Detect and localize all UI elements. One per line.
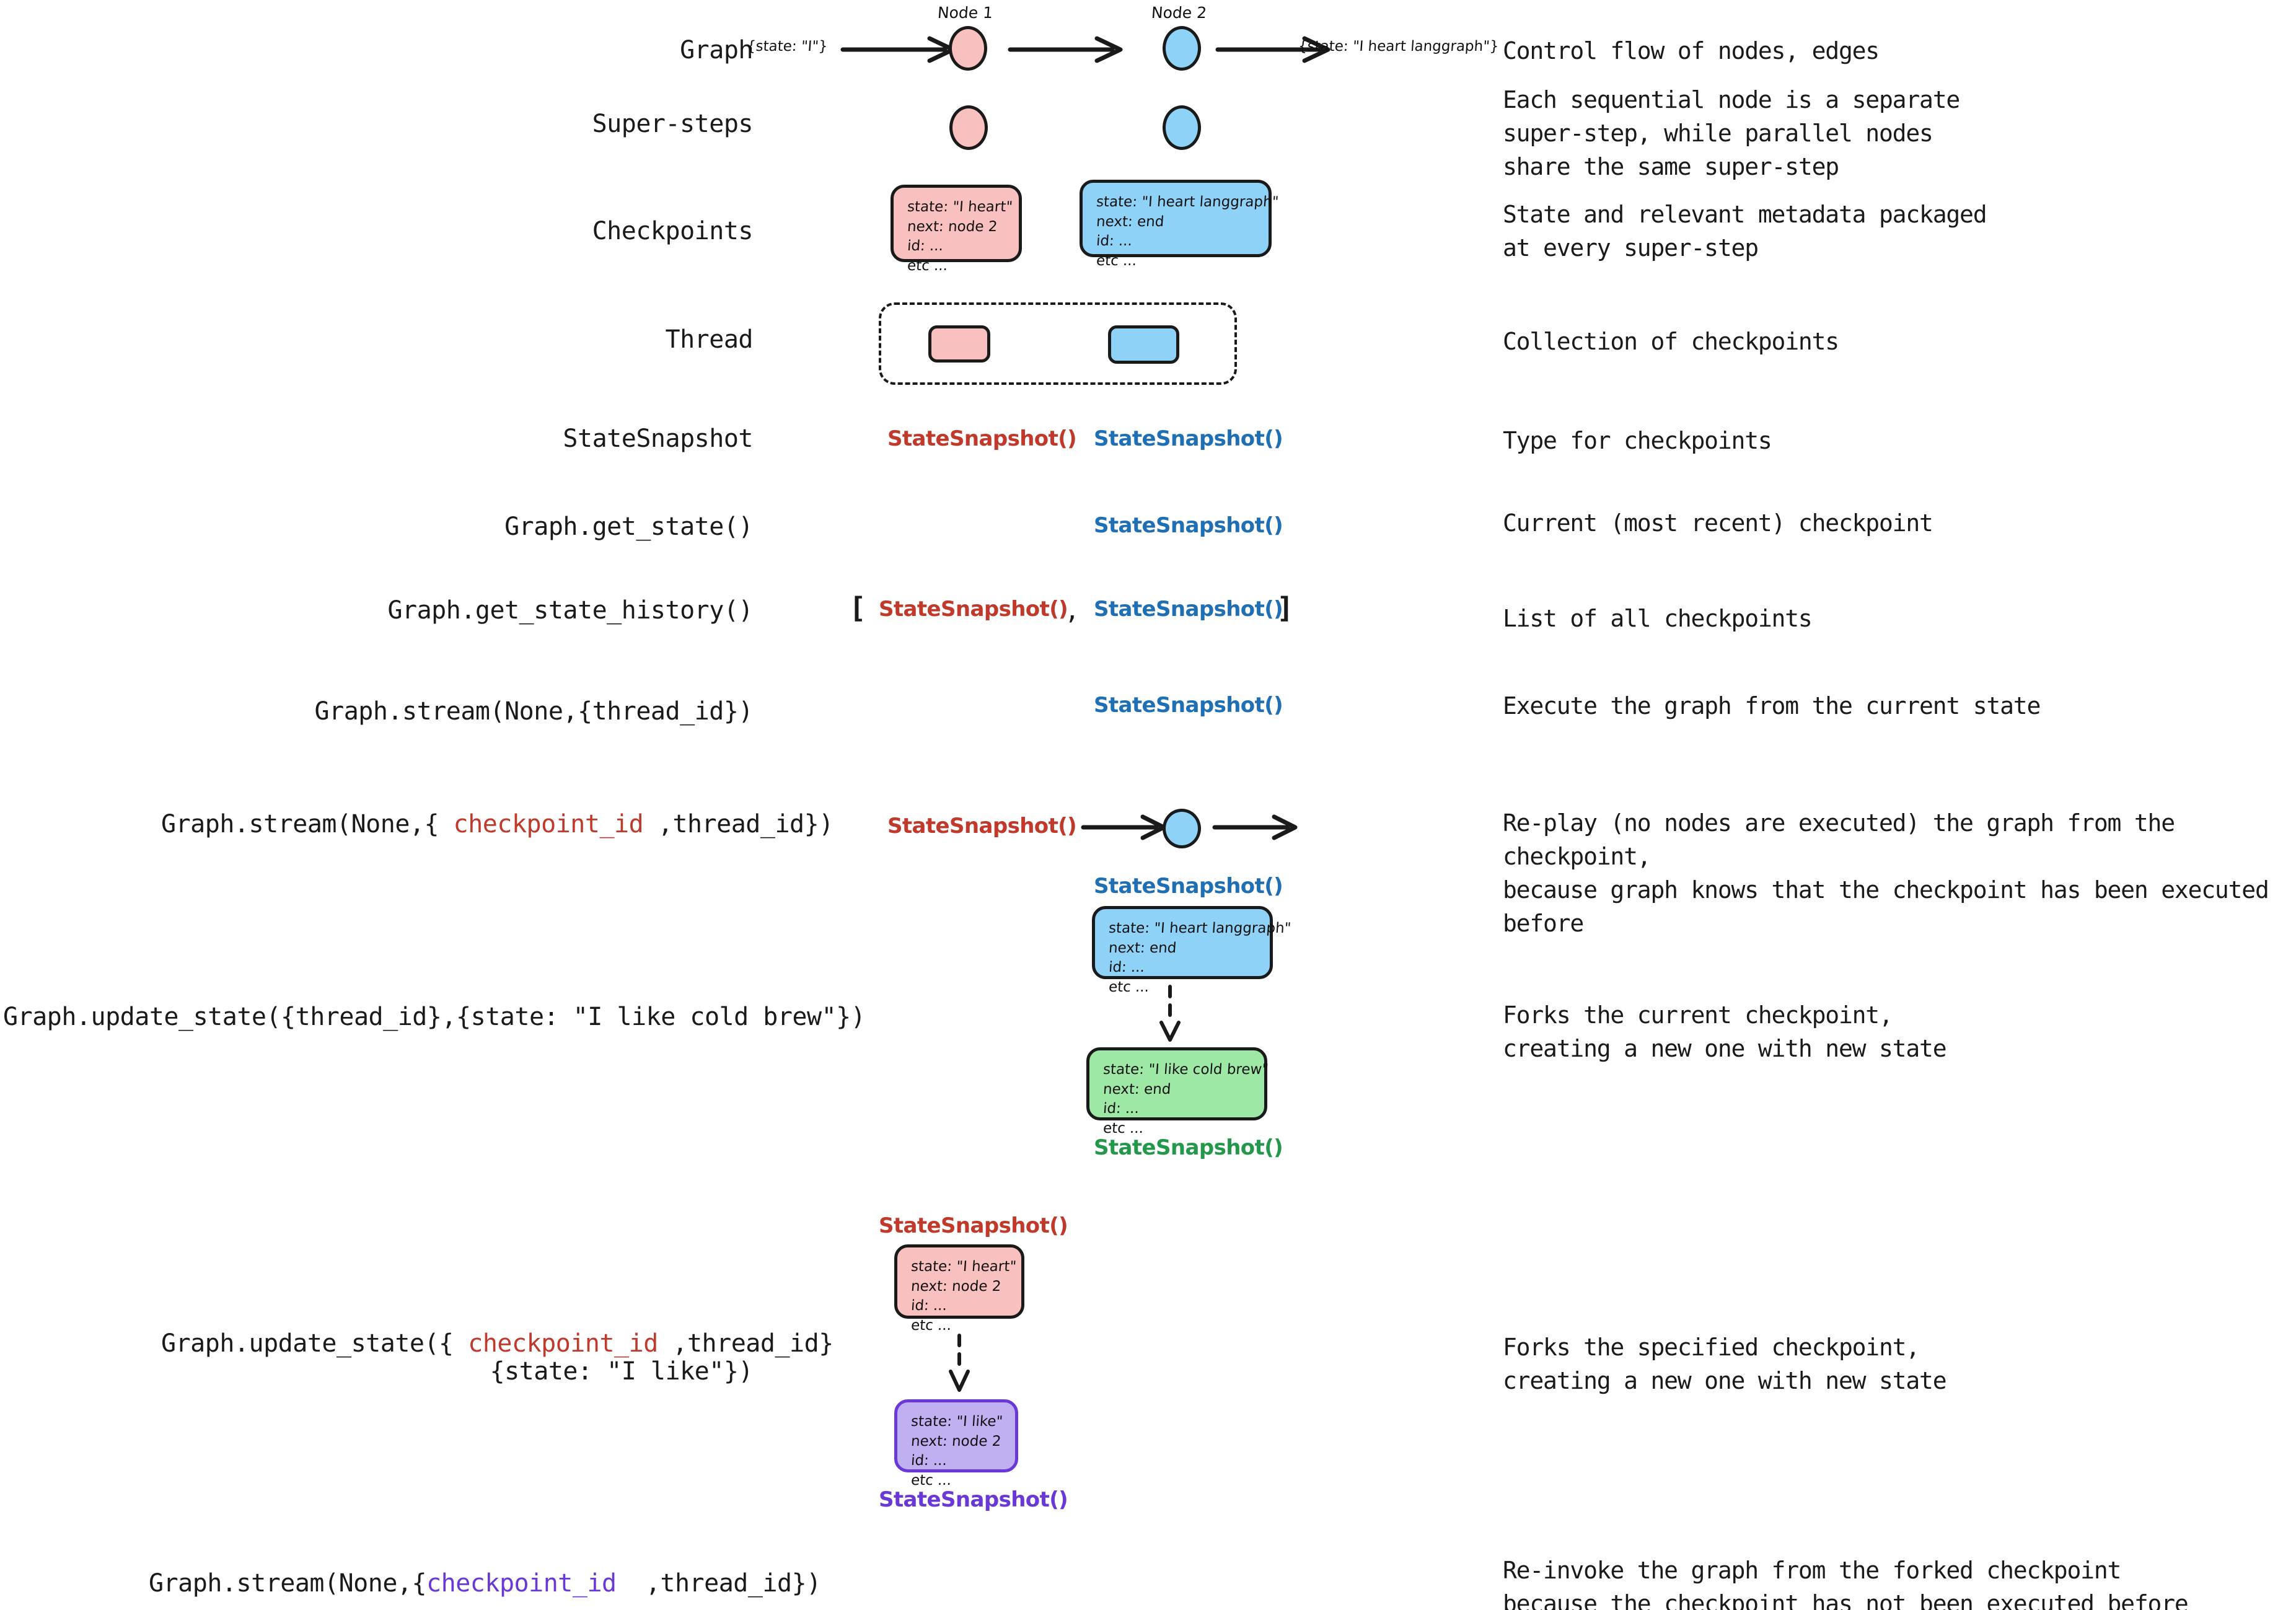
row-desc-get-state: Current (most recent) checkpoint bbox=[1503, 509, 1933, 537]
forked-snapshot-purple: StateSnapshot() bbox=[879, 1487, 1068, 1512]
row-desc-get-state-history: List of all checkpoints bbox=[1503, 605, 1813, 632]
arrow-replay-out bbox=[1212, 814, 1298, 840]
card-line: next: end bbox=[1102, 1081, 1172, 1098]
card-line: state: "I heart langgraph" bbox=[1108, 920, 1292, 936]
label-token-checkpoint-id: checkpoint_id bbox=[453, 810, 644, 838]
thread-container bbox=[879, 302, 1237, 385]
list-separator: , bbox=[1065, 597, 1080, 625]
row-desc-checkpoints: State and relevant metadata packaged at … bbox=[1503, 201, 1987, 262]
card-line: next: node 2 bbox=[910, 1278, 1002, 1295]
card-line: id: ... bbox=[1096, 233, 1133, 250]
specified-card-pink: state: "I heart" next: node 2 id: ... et… bbox=[894, 1244, 1024, 1334]
card-line: state: "I heart langgraph" bbox=[1096, 194, 1280, 210]
card-line: next: end bbox=[1108, 939, 1177, 956]
node-1-pink bbox=[949, 26, 987, 71]
card-line: etc ... bbox=[910, 1317, 952, 1334]
arrow-node2-to-end bbox=[1215, 36, 1331, 63]
row-label-graph: Graph bbox=[680, 36, 753, 64]
row-desc-graph: Control flow of nodes, edges bbox=[1503, 37, 1880, 64]
row-desc-stream-thread: Execute the graph from the current state bbox=[1503, 692, 2041, 719]
node2-name-label: Node 2 bbox=[1150, 4, 1208, 22]
row-desc-super-steps: Each sequential node is a separate super… bbox=[1503, 86, 1960, 180]
thread-chip-pink bbox=[928, 325, 990, 363]
row-label-stream-forked: Graph.stream(None,{checkpoint_id ,thread… bbox=[149, 1569, 821, 1598]
arrow-node1-to-node2 bbox=[1008, 36, 1123, 63]
row-label-stream-checkpoint: Graph.stream(None,{ checkpoint_id ,threa… bbox=[161, 810, 834, 838]
specified-snapshot-red: StateSnapshot() bbox=[879, 1213, 1068, 1238]
card-line: next: node 2 bbox=[910, 1433, 1002, 1449]
row-label-get-state-history: Graph.get_state_history() bbox=[387, 596, 753, 625]
forked-snapshot-green: StateSnapshot() bbox=[1094, 1135, 1283, 1160]
edge-label-output-state: {state: "I heart langgraph"} bbox=[1298, 38, 1500, 55]
replay-snapshot-blue: StateSnapshot() bbox=[1094, 874, 1283, 899]
replay-card-blue: state: "I heart langgraph" next: end id:… bbox=[1092, 906, 1292, 995]
card-line: state: "I like cold brew" bbox=[1102, 1062, 1269, 1078]
label-part-a: Graph.stream(None,{ bbox=[161, 810, 454, 838]
snapshot-caption-blue: StateSnapshot() bbox=[1094, 426, 1283, 451]
replay-snapshot-red: StateSnapshot() bbox=[887, 814, 1077, 838]
fork-arrow-dashed-current bbox=[1159, 985, 1181, 1042]
history-snapshot-red: StateSnapshot() bbox=[879, 597, 1068, 622]
card-line: next: node 2 bbox=[907, 218, 998, 235]
history-snapshot-blue: StateSnapshot() bbox=[1094, 597, 1283, 622]
row-desc-statesnapshot: Type for checkpoints bbox=[1503, 427, 1772, 454]
node1-name-label: Node 1 bbox=[936, 4, 994, 22]
row-label-stream-thread: Graph.stream(None,{thread_id}) bbox=[314, 697, 754, 726]
row-label-statesnapshot: StateSnapshot bbox=[563, 424, 753, 453]
row-desc-stream-forked: Re-invoke the graph from the forked chec… bbox=[1503, 1557, 2189, 1610]
row-label-thread: Thread bbox=[665, 325, 754, 354]
card-line: next: end bbox=[1096, 213, 1165, 230]
snapshot-caption-red: StateSnapshot() bbox=[887, 426, 1077, 451]
label-part-a: Graph.update_state({ bbox=[161, 1329, 468, 1358]
checkpoint-card-pink: state: "I heart" next: node 2 id: ... et… bbox=[891, 185, 1022, 274]
list-open-bracket: [ bbox=[849, 591, 866, 625]
card-line: etc ... bbox=[907, 258, 949, 275]
label-part-b: ,thread_id}) bbox=[616, 1569, 822, 1598]
row-desc-thread: Collection of checkpoints bbox=[1503, 328, 1839, 355]
checkpoint-card-blue: state: "I heart langgraph" next: end id:… bbox=[1080, 180, 1280, 269]
label-token-checkpoint-id: checkpoint_id bbox=[426, 1569, 617, 1598]
row-desc-update-state-checkpoint: Forks the specified checkpoint, creating… bbox=[1503, 1334, 1947, 1394]
fork-arrow-dashed-specified bbox=[949, 1334, 970, 1392]
row-desc-stream-checkpoint: Re-play (no nodes are executed) the grap… bbox=[1503, 809, 2269, 937]
forked-card-purple: state: "I like" next: node 2 id: ... etc… bbox=[894, 1399, 1018, 1489]
card-line: state: "I heart" bbox=[907, 199, 1013, 215]
thread-chip-blue bbox=[1108, 325, 1179, 364]
list-close-bracket: ] bbox=[1277, 591, 1294, 625]
row-desc-update-state-thread: Forks the current checkpoint, creating a… bbox=[1503, 1001, 1947, 1062]
stream-thread-snapshot-blue: StateSnapshot() bbox=[1094, 693, 1283, 718]
card-line: state: "I like" bbox=[910, 1414, 1003, 1430]
row-label-update-state-thread: Graph.update_state({thread_id},{state: "… bbox=[3, 1003, 866, 1031]
card-line: id: ... bbox=[1108, 959, 1145, 976]
row-label-checkpoints: Checkpoints bbox=[592, 217, 754, 245]
card-line: etc ... bbox=[1096, 253, 1138, 270]
forked-card-green: state: "I like cold brew" next: end id: … bbox=[1086, 1047, 1269, 1137]
label-token-checkpoint-id: checkpoint_id bbox=[468, 1329, 658, 1358]
super-step-node-blue bbox=[1163, 105, 1201, 150]
label-part-a: Graph.stream(None,{ bbox=[149, 1569, 427, 1598]
row-label-super-steps: Super-steps bbox=[592, 110, 754, 138]
card-line: id: ... bbox=[910, 1453, 948, 1469]
get-state-snapshot-blue: StateSnapshot() bbox=[1094, 513, 1283, 538]
row-label-update-state-checkpoint-line2: {state: "I like"}) bbox=[490, 1357, 754, 1386]
row-label-get-state: Graph.get_state() bbox=[504, 512, 753, 541]
super-step-node-pink bbox=[949, 105, 988, 150]
replay-node-blue bbox=[1163, 809, 1201, 848]
card-line: id: ... bbox=[910, 1298, 948, 1314]
label-part-b: ,thread_id} bbox=[658, 1329, 834, 1358]
card-line: id: ... bbox=[1102, 1101, 1140, 1117]
row-label-update-state-checkpoint: Graph.update_state({ checkpoint_id ,thre… bbox=[161, 1329, 834, 1358]
card-line: state: "I heart" bbox=[910, 1259, 1017, 1275]
edge-label-input-state: {state: "I"} bbox=[746, 38, 829, 55]
node-2-blue bbox=[1163, 26, 1201, 71]
label-part-b: ,thread_id}) bbox=[643, 810, 834, 838]
card-line: id: ... bbox=[907, 238, 944, 255]
arrow-start-to-node1 bbox=[840, 36, 956, 63]
